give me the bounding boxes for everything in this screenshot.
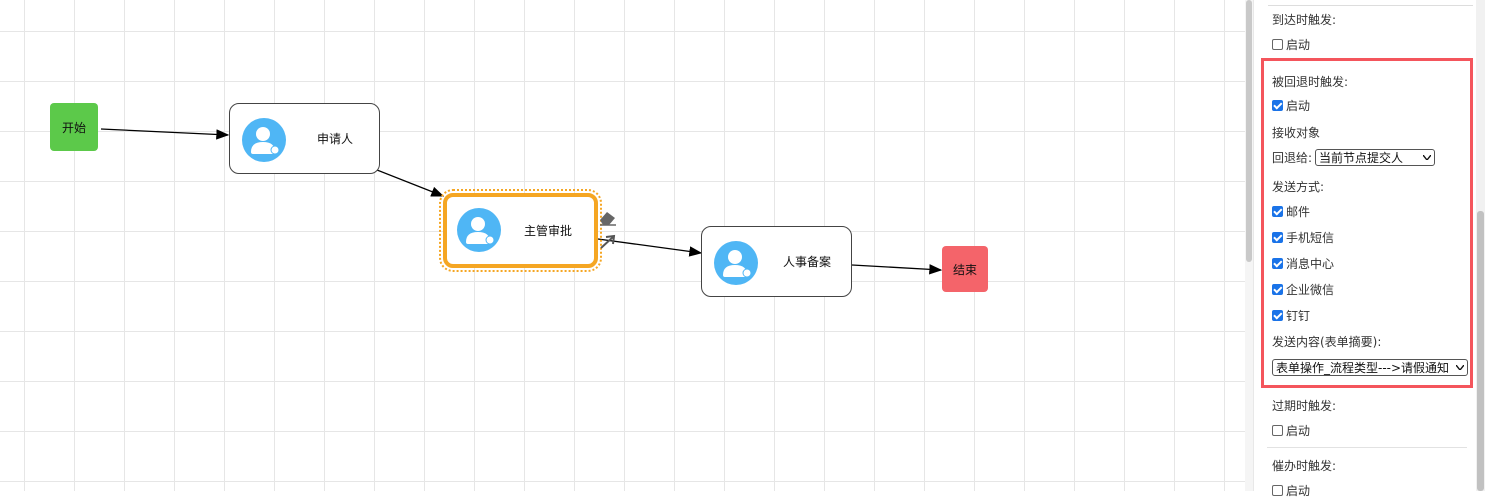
checkbox-label: 企业微信 xyxy=(1286,283,1335,297)
arrive-trigger-checkbox[interactable] xyxy=(1272,39,1283,50)
expire-trigger-enable[interactable]: 启动 xyxy=(1272,422,1310,439)
edge-applicant-manager xyxy=(376,169,445,197)
method-sms-checkbox[interactable] xyxy=(1272,232,1283,243)
start-node[interactable]: 开始 xyxy=(50,103,98,151)
panel-scrollbar[interactable] xyxy=(1476,0,1485,491)
method-wecom-checkbox[interactable] xyxy=(1272,284,1283,295)
content-row: 表单操作_流程类型--->请假通知 xyxy=(1272,359,1468,376)
checkbox-label: 启动 xyxy=(1286,99,1311,113)
checkbox-label: 消息中心 xyxy=(1286,257,1335,271)
task-node-label: 人事备案 xyxy=(782,255,831,269)
method-email[interactable]: 邮件 xyxy=(1272,203,1310,220)
checkbox-label: 手机短信 xyxy=(1286,231,1335,245)
chevron-down-icon xyxy=(1423,155,1432,160)
divider xyxy=(1267,447,1467,448)
canvas-scrollbar[interactable] xyxy=(1245,0,1253,491)
receiver-heading: 接收对象 xyxy=(1272,126,1321,140)
method-message-center[interactable]: 消息中心 xyxy=(1272,255,1334,272)
edge-start-applicant xyxy=(100,128,230,140)
method-email-checkbox[interactable] xyxy=(1272,206,1283,217)
connect-arrow-icon[interactable] xyxy=(599,234,617,250)
user-avatar-icon xyxy=(714,241,758,285)
arrive-trigger-enable[interactable]: 启动 xyxy=(1272,36,1310,53)
divider xyxy=(1268,5,1473,6)
rollback-to-label: 回退给: xyxy=(1272,151,1313,165)
chevron-down-icon xyxy=(1456,365,1464,370)
expire-trigger-label: 过期时触发: xyxy=(1272,399,1337,413)
method-dingtalk[interactable]: 钉钉 xyxy=(1272,307,1310,324)
start-node-label: 开始 xyxy=(61,120,86,135)
checkbox-label: 启动 xyxy=(1286,38,1311,52)
send-method-heading: 发送方式: xyxy=(1272,180,1325,194)
rollback-to-row: 回退给: 当前节点提交人 xyxy=(1272,149,1436,166)
flow-canvas[interactable]: 开始 申请人 主管审批 人事备案 xyxy=(0,0,1245,491)
checkbox-label: 钉钉 xyxy=(1286,309,1311,323)
expire-trigger-checkbox[interactable] xyxy=(1272,425,1283,436)
content-heading: 发送内容(表单摘要): xyxy=(1272,335,1382,349)
content-select[interactable]: 表单操作_流程类型--->请假通知 xyxy=(1272,359,1468,376)
method-sms[interactable]: 手机短信 xyxy=(1272,229,1334,246)
properties-panel xyxy=(1253,0,1485,491)
method-wecom[interactable]: 企业微信 xyxy=(1272,281,1334,298)
checkbox-label: 邮件 xyxy=(1286,205,1311,219)
eraser-icon[interactable] xyxy=(598,209,618,227)
task-node-manager-selected[interactable]: 主管审批 xyxy=(439,189,602,272)
checkbox-label: 启动 xyxy=(1286,424,1311,438)
end-node-label: 结束 xyxy=(952,262,977,277)
task-node-label: 申请人 xyxy=(316,132,353,146)
method-message-center-checkbox[interactable] xyxy=(1272,258,1283,269)
method-dingtalk-checkbox[interactable] xyxy=(1272,310,1283,321)
rollback-trigger-checkbox[interactable] xyxy=(1272,100,1283,111)
task-node-hr[interactable]: 人事备案 xyxy=(701,226,852,297)
rollback-trigger-enable[interactable]: 启动 xyxy=(1272,97,1310,114)
panel-scrollbar-thumb[interactable] xyxy=(1477,211,1484,491)
urge-trigger-label: 催办时触发: xyxy=(1272,459,1337,473)
edge-hr-end xyxy=(851,264,943,275)
task-node-label: 主管审批 xyxy=(523,224,572,238)
arrive-trigger-label: 到达时触发: xyxy=(1272,13,1337,27)
task-node-applicant[interactable]: 申请人 xyxy=(229,103,380,174)
user-avatar-icon xyxy=(457,208,501,252)
select-value: 表单操作_流程类型--->请假通知 xyxy=(1276,361,1450,375)
edge-manager-hr xyxy=(597,238,703,257)
end-node[interactable]: 结束 xyxy=(942,246,988,292)
select-value: 当前节点提交人 xyxy=(1319,151,1404,165)
flow-edges xyxy=(100,128,943,275)
canvas-scrollbar-thumb[interactable] xyxy=(1246,0,1252,262)
user-avatar-icon xyxy=(242,118,286,162)
rollback-to-select[interactable]: 当前节点提交人 xyxy=(1315,149,1436,166)
rollback-trigger-label: 被回退时触发: xyxy=(1272,75,1349,89)
